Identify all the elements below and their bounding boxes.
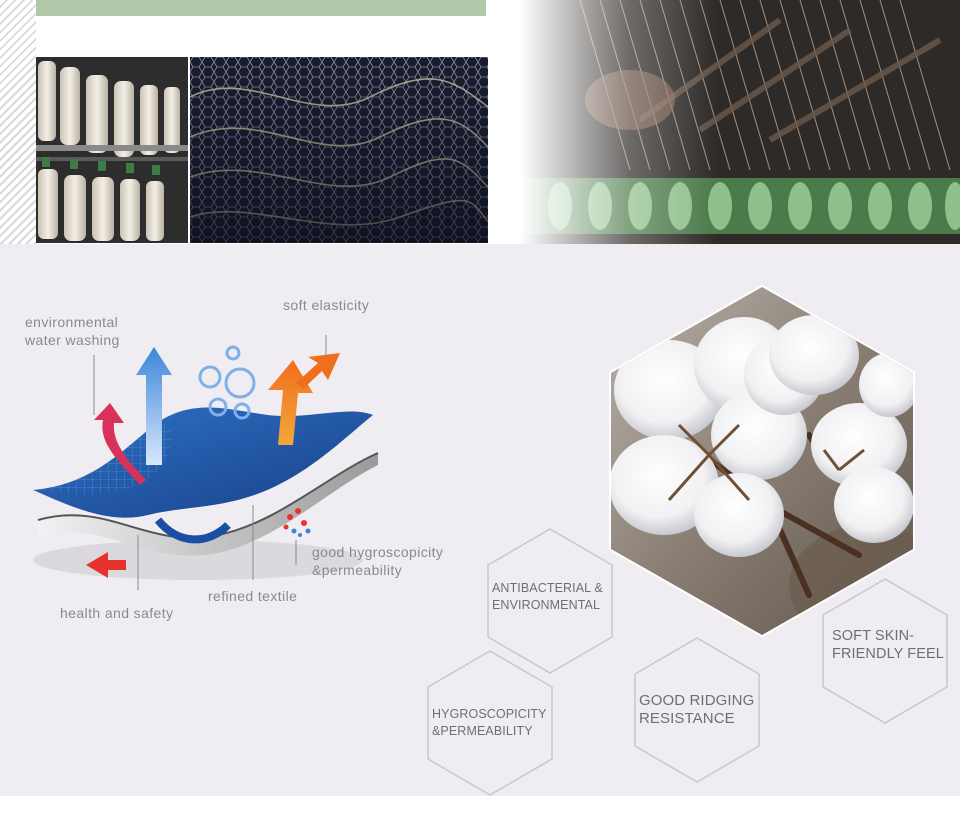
fabric-mesh-photo [190,57,488,243]
feature-line: ENVIRONMENTAL [492,598,601,612]
feature-hygroscopicity: HYGROSCOPICITY &PERMEABILITY [427,650,553,796]
feature-line: RESISTANCE [639,710,735,727]
label-line: environmental [25,314,119,330]
label-health-and-safety: health and safety [60,605,174,621]
feature-text: HYGROSCOPICITY &PERMEABILITY [432,706,547,740]
hexagon-outline [427,650,553,796]
cotton-boll-photo [609,284,915,638]
label-line: good hygroscopicity [312,544,444,560]
feature-line: GOOD RIDGING [639,692,755,709]
label-line: &permeability [312,562,403,578]
bottom-strip [0,796,960,826]
label-good-hygroscopicity: good hygroscopicity &permeability [312,543,443,579]
feature-line: SOFT SKIN- [832,628,915,644]
feature-ridging-resistance: GOOD RIDGING RESISTANCE [634,637,760,783]
striped-edge [0,0,36,244]
fabric-layers-illustration [28,325,388,590]
label-line: water washing [25,332,120,348]
hexagon-outline [822,578,948,724]
feature-line: FRIENDLY FEEL [832,646,944,662]
yarn-spools-photo [36,57,188,243]
feature-antibacterial: ANTIBACTERIAL & ENVIRONMENTAL [487,528,613,674]
feature-text: SOFT SKIN- FRIENDLY FEEL [832,627,944,663]
feature-line: HYGROSCOPICITY [432,707,547,721]
label-environmental-water-washing: environmental water washing [25,313,120,349]
hexagon-outline [487,528,613,674]
feature-line: &PERMEABILITY [432,724,533,738]
weaving-loom-photo [520,0,960,244]
feature-line: ANTIBACTERIAL & [492,581,603,595]
feature-soft-skin: SOFT SKIN- FRIENDLY FEEL [822,578,948,724]
label-soft-elasticity: soft elasticity [283,297,370,313]
label-refined-textile: refined textile [208,588,298,604]
hexagon-outline [634,637,760,783]
green-banner-bar [36,0,486,16]
feature-text: GOOD RIDGING RESISTANCE [639,692,754,728]
feature-text: ANTIBACTERIAL & ENVIRONMENTAL [492,580,603,614]
top-banner [0,0,960,244]
